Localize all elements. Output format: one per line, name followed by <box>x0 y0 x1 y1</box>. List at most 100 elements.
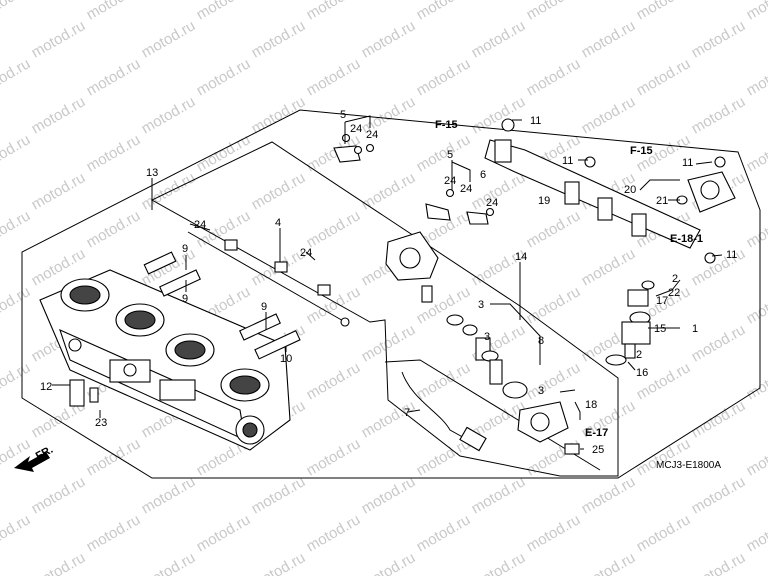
callout-5b: 5 <box>447 149 453 161</box>
callout-9a: 9 <box>182 243 188 255</box>
callout-24c: 24 <box>350 123 362 135</box>
watermark-text: motod.ru <box>0 207 33 251</box>
watermark-text: motod.ru <box>84 131 144 175</box>
watermark-text: motod.ru <box>29 473 89 517</box>
watermark-text: motod.ru <box>524 207 584 251</box>
watermark-text: motod.ru <box>689 17 749 61</box>
callout-24a: 24 <box>194 219 206 231</box>
watermark-text: motod.ru <box>359 549 419 576</box>
callout-20: 20 <box>624 184 636 196</box>
watermark-text: motod.ru <box>194 55 254 99</box>
watermark-text: motod.ru <box>304 435 364 479</box>
callout-4: 4 <box>275 217 281 229</box>
callout-9b: 9 <box>182 293 188 305</box>
watermark-text: motod.ru <box>249 169 309 213</box>
watermark-text: motod.ru <box>29 549 89 576</box>
diagram-code: MCJ3-E1800A <box>656 460 721 471</box>
watermark-text: motod.ru <box>139 93 199 137</box>
injector-1 <box>606 281 654 365</box>
watermark-text: motod.ru <box>744 283 768 327</box>
watermark-text: motod.ru <box>689 397 749 441</box>
watermark-text: motod.ru <box>0 0 33 23</box>
watermark-text: motod.ru <box>0 55 33 99</box>
ref-e18: E-18-1 <box>670 233 703 245</box>
watermark-text: motod.ru <box>0 283 33 327</box>
watermark-text: motod.ru <box>414 55 474 99</box>
watermark-text: motod.ru <box>414 511 474 555</box>
watermark-text: motod.ru <box>579 93 639 137</box>
watermark-text: motod.ru <box>139 473 199 517</box>
callout-14: 14 <box>515 251 527 263</box>
watermark-text: motod.ru <box>744 0 768 23</box>
callout-13: 13 <box>146 167 158 179</box>
watermark-text: motod.ru <box>194 131 254 175</box>
front-label: FR. <box>34 444 55 463</box>
watermark-text: motod.ru <box>634 359 694 403</box>
watermark-text: motod.ru <box>139 549 199 576</box>
callout-6: 6 <box>480 169 486 181</box>
watermark-text: motod.ru <box>84 207 144 251</box>
callout-3a: 3 <box>478 299 484 311</box>
watermark-text: motod.ru <box>579 17 639 61</box>
watermark-text: motod.ru <box>689 245 749 289</box>
watermark-text: motod.ru <box>524 283 584 327</box>
callout-23: 23 <box>95 417 107 429</box>
watermark-text: motod.ru <box>359 17 419 61</box>
watermark-text: motod.ru <box>524 55 584 99</box>
watermark-text: motod.ru <box>304 55 364 99</box>
callout-2a: 2 <box>672 273 678 285</box>
watermark-text: motod.ru <box>469 473 529 517</box>
watermark-text: motod.ru <box>194 511 254 555</box>
watermark-text: motod.ru <box>579 549 639 576</box>
watermark-text: motod.ru <box>304 207 364 251</box>
watermark-text: motod.ru <box>689 473 749 517</box>
callout-18: 18 <box>585 399 597 411</box>
callout-24f: 24 <box>460 183 472 195</box>
watermark-text: motod.ru <box>689 549 749 576</box>
watermark-text: motod.ru <box>744 55 768 99</box>
watermark-text: motod.ru <box>0 511 33 555</box>
watermark-text: motod.ru <box>414 0 474 23</box>
watermark-text: motod.ru <box>469 169 529 213</box>
callout-24g: 24 <box>486 197 498 209</box>
watermark-text: motod.ru <box>84 0 144 23</box>
callout-16: 16 <box>636 367 648 379</box>
callout-3b: 3 <box>538 385 544 397</box>
ref-e17: E-17 <box>585 427 608 439</box>
watermark-text: motod.ru <box>249 17 309 61</box>
watermark-text: motod.ru <box>634 55 694 99</box>
watermark-text: motod.ru <box>0 131 33 175</box>
watermark-text: motod.ru <box>139 17 199 61</box>
watermark-text: motod.ru <box>359 321 419 365</box>
callout-3c: 3 <box>484 331 490 343</box>
watermark-text: motod.ru <box>524 0 584 23</box>
watermark-text: motod.ru <box>194 0 254 23</box>
watermark-text: motod.ru <box>689 93 749 137</box>
watermark-text: motod.ru <box>304 0 364 23</box>
watermark-text: motod.ru <box>634 435 694 479</box>
watermark-text: motod.ru <box>634 511 694 555</box>
callout-15: 15 <box>654 323 666 335</box>
watermark-text: motod.ru <box>469 17 529 61</box>
ref-f15-top: F-15 <box>435 119 458 131</box>
watermark-text: motod.ru <box>524 359 584 403</box>
watermark-text: motod.ru <box>249 473 309 517</box>
callout-11d: 11 <box>726 249 737 261</box>
watermark-text: motod.ru <box>469 549 529 576</box>
watermark-text: motod.ru <box>414 359 474 403</box>
watermark-text: motod.ru <box>414 131 474 175</box>
watermark-text: motod.ru <box>744 207 768 251</box>
watermark-text: motod.ru <box>29 17 89 61</box>
callout-8: 8 <box>538 335 544 347</box>
watermark-text: motod.ru <box>744 131 768 175</box>
watermark-text: motod.ru <box>249 93 309 137</box>
watermark-text: motod.ru <box>84 511 144 555</box>
watermark-text: motod.ru <box>744 359 768 403</box>
watermark-text: motod.ru <box>579 473 639 517</box>
watermark-text: motod.ru <box>249 549 309 576</box>
watermark-text: motod.ru <box>84 55 144 99</box>
callout-10: 10 <box>280 353 292 365</box>
watermark-text: motod.ru <box>744 435 768 479</box>
